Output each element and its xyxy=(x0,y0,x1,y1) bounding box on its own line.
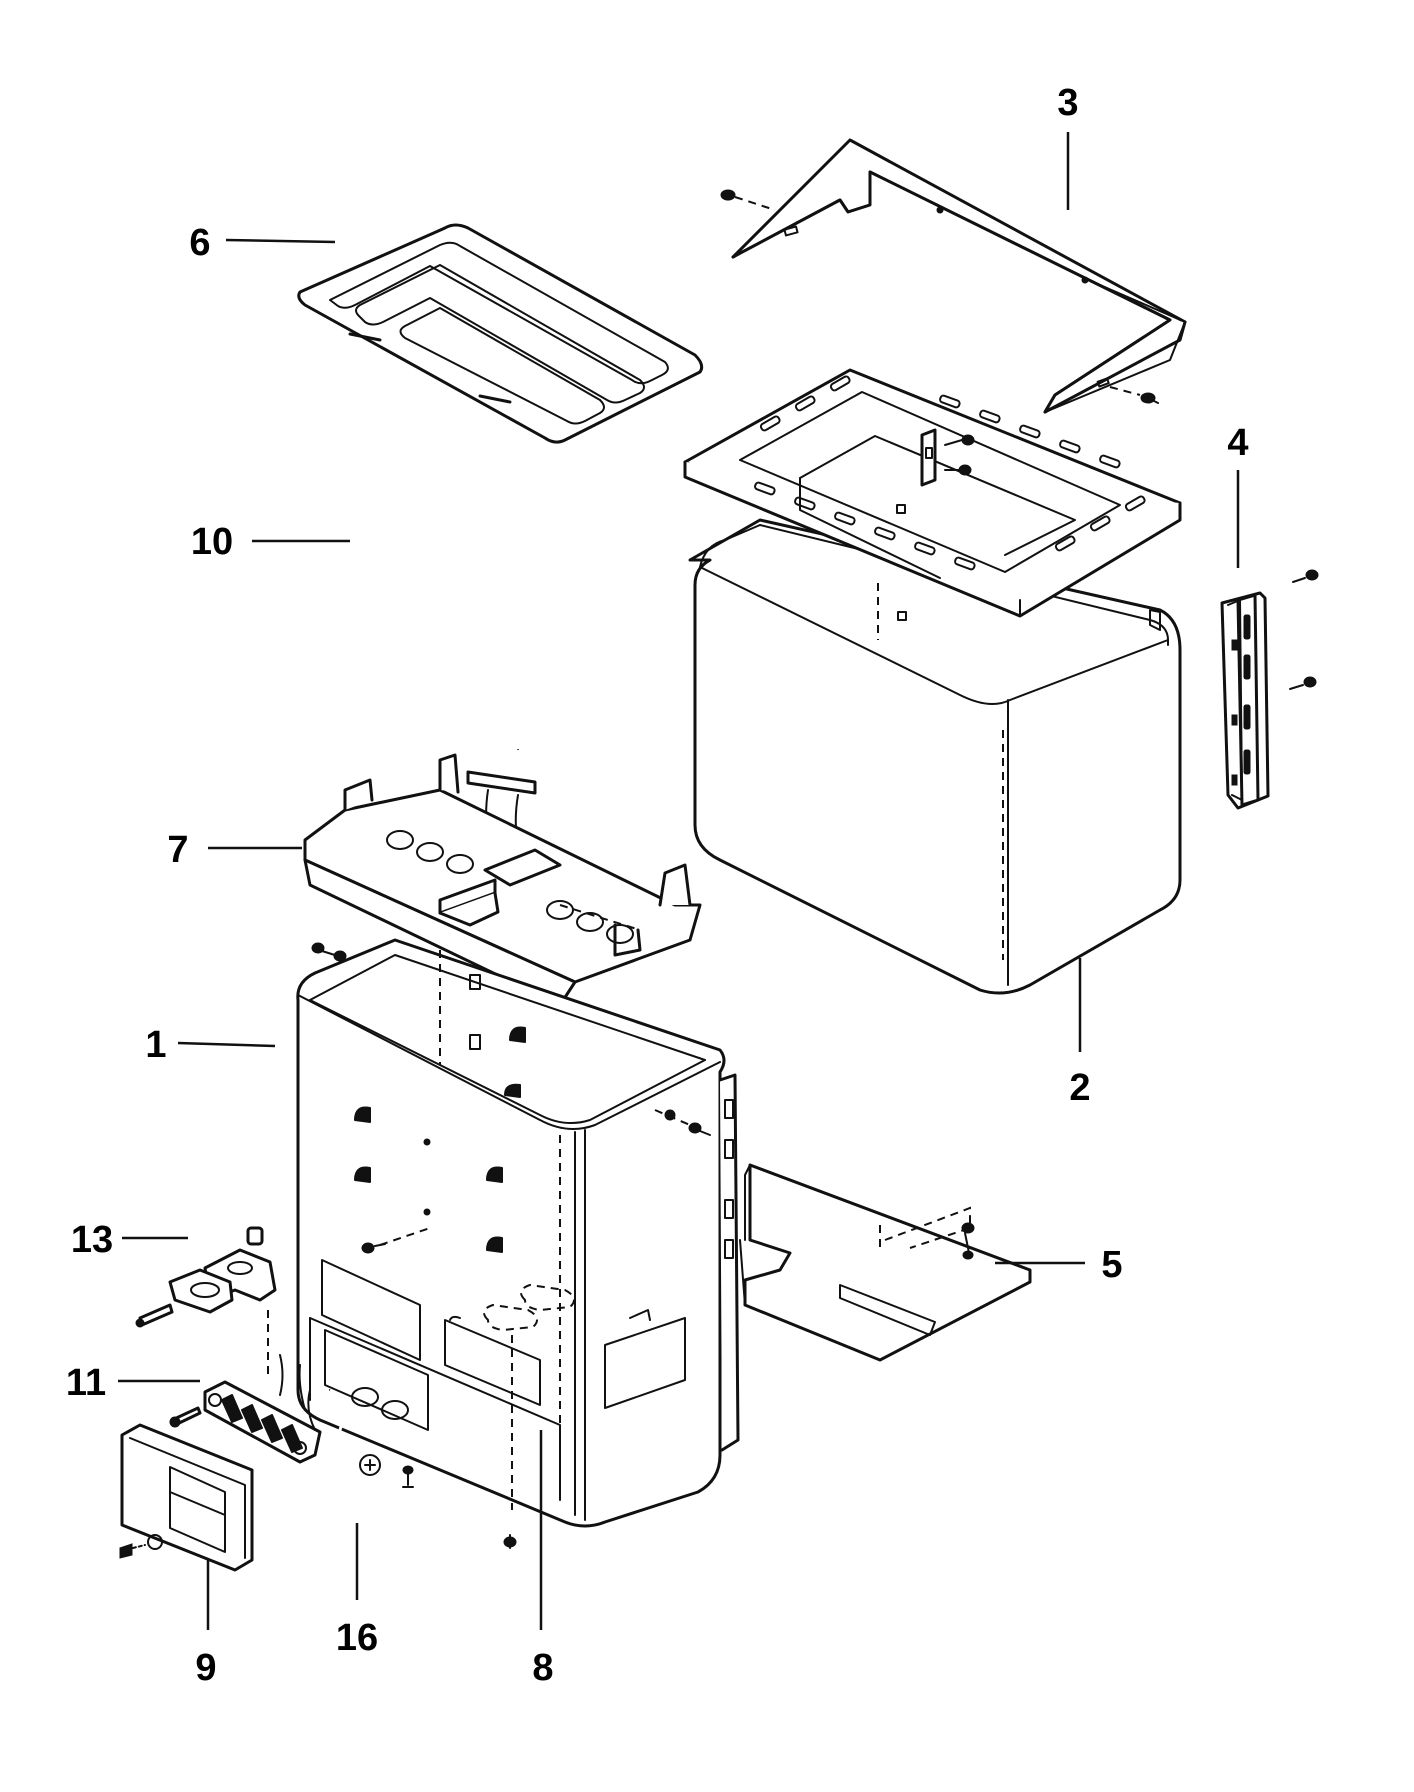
part-9-cover-plate xyxy=(119,1423,254,1572)
callout-6: 6 xyxy=(189,222,210,264)
leader-lines xyxy=(118,132,1240,1630)
part-16-ground-wire xyxy=(307,1388,381,1513)
callout-16: 16 xyxy=(336,1617,378,1659)
part-13-clamp xyxy=(135,1226,277,1375)
callout-1: 1 xyxy=(145,1024,166,1066)
callout-7: 7 xyxy=(167,829,188,871)
callout-3: 3 xyxy=(1057,82,1078,124)
part-2-outer-mantle xyxy=(688,518,1182,995)
callout-11: 11 xyxy=(66,1362,106,1404)
part-5-base-plate xyxy=(739,1163,1032,1362)
part-1-main-body xyxy=(296,938,740,1549)
callout-labels: 3 6 4 10 7 1 2 5 13 11 9 16 8 xyxy=(66,82,1249,1689)
part-11-terminal-block xyxy=(169,1354,322,1464)
callout-5: 5 xyxy=(1101,1244,1122,1286)
callout-10: 10 xyxy=(191,521,233,563)
part-7-reflector xyxy=(303,753,702,1007)
part-6-stone-grid xyxy=(297,223,704,444)
callout-9: 9 xyxy=(195,1647,216,1689)
callout-4: 4 xyxy=(1227,422,1248,464)
part-3-top-deflector xyxy=(720,138,1187,414)
callout-8: 8 xyxy=(532,1647,553,1689)
part-4-wall-bracket xyxy=(1220,569,1319,810)
part-2-top-frame xyxy=(683,368,1182,618)
callout-2: 2 xyxy=(1069,1067,1090,1109)
callout-13: 13 xyxy=(71,1219,113,1261)
